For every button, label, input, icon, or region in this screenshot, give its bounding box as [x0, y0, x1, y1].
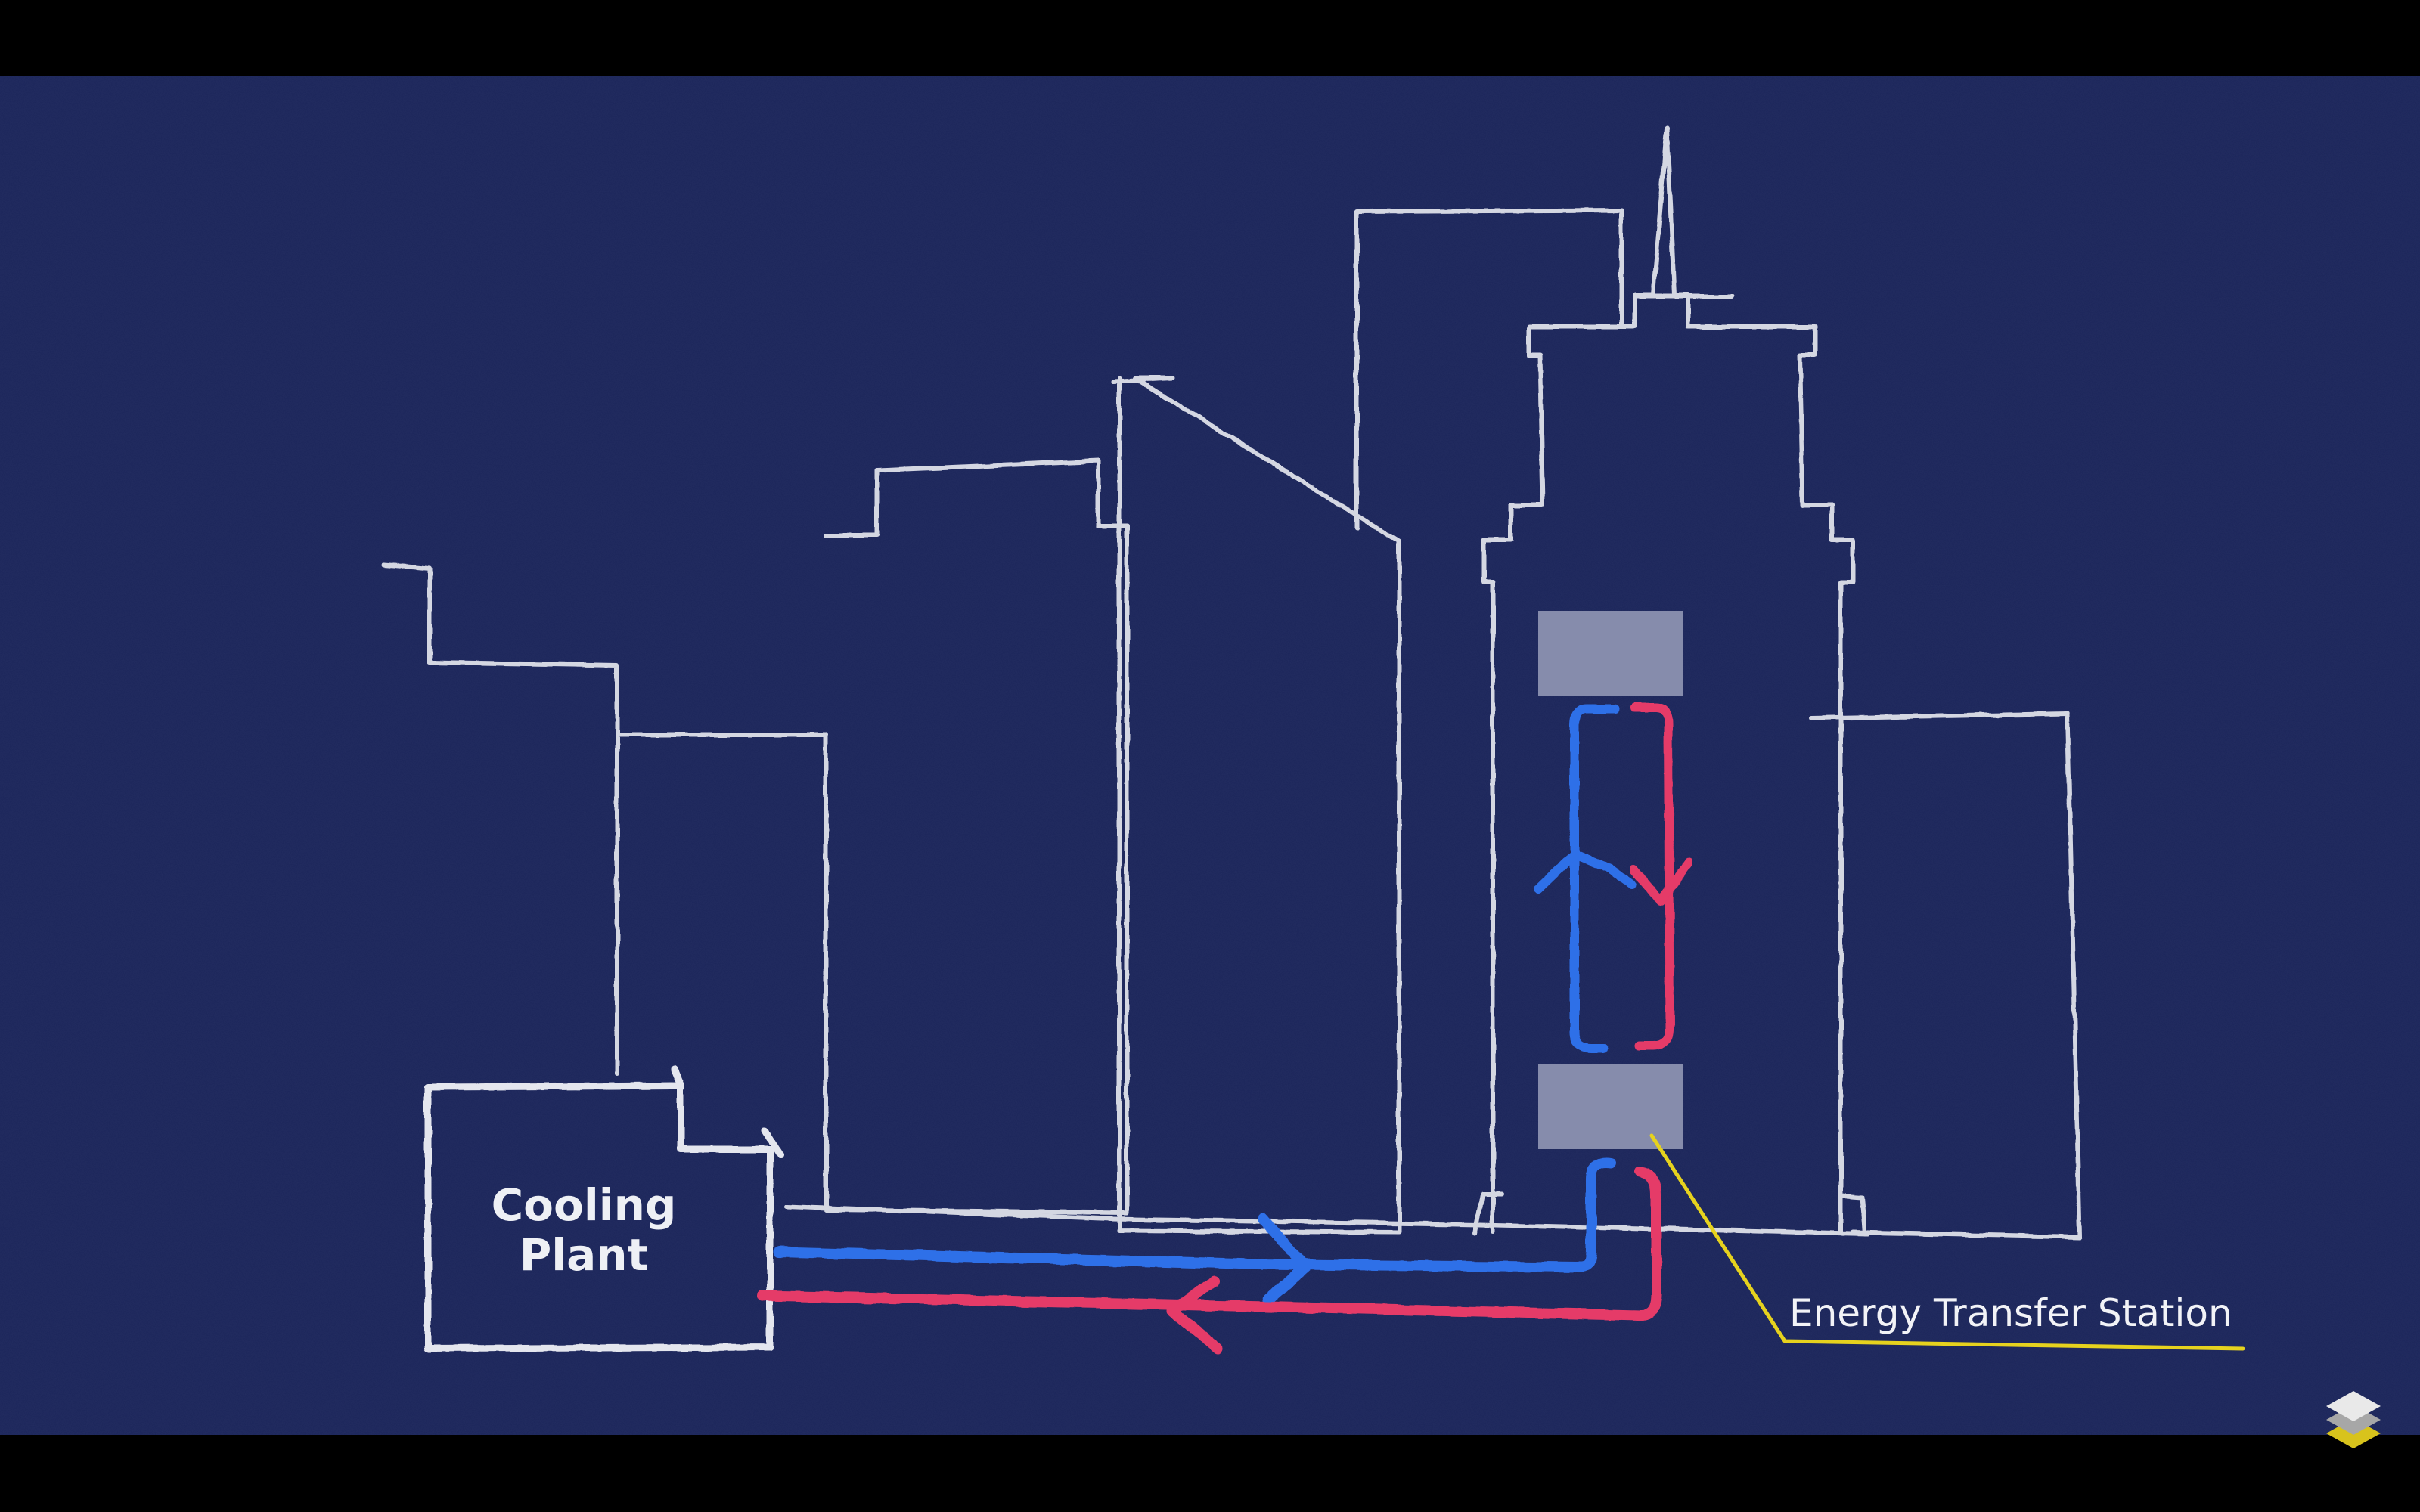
heat-exchanger-upper	[1538, 611, 1683, 696]
energy-transfer-station-label: Energy Transfer Station	[1789, 1291, 2232, 1335]
cooling-plant-label-line1: Cooling	[492, 1179, 677, 1231]
heat-exchanger-lower	[1538, 1064, 1683, 1149]
cooling-plant-label-line2: Plant	[520, 1229, 649, 1281]
